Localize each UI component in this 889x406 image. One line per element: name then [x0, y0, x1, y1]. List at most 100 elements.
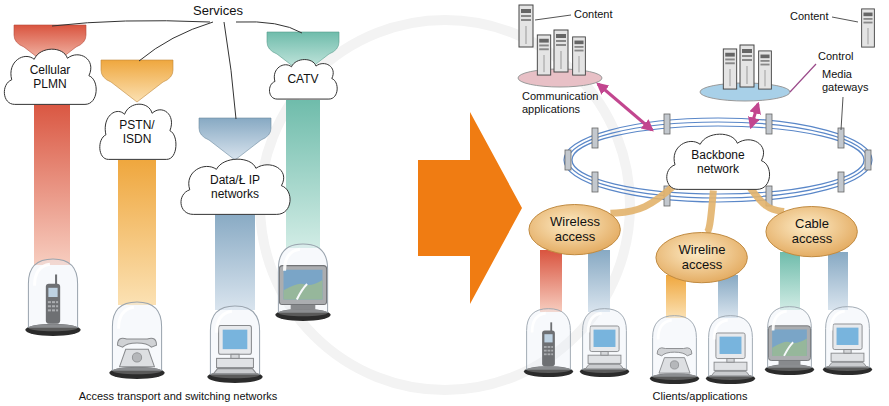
node-text-group: Wireline access: [673, 243, 731, 273]
access-bar: [718, 275, 738, 318]
tv-dome: [275, 244, 330, 321]
server-label: Content: [790, 10, 829, 23]
illustration-path: [535, 15, 571, 20]
ellipse-shape: [529, 205, 620, 255]
server: [862, 9, 875, 47]
ellipse-shape: [656, 233, 747, 283]
server: [573, 37, 586, 75]
illustration-ellipse: [564, 118, 872, 202]
watermark: [260, 20, 630, 390]
server-label: Communication applications: [522, 90, 610, 115]
node-label: Cellular PLMN: [22, 64, 77, 92]
illustration-rect: [865, 150, 871, 170]
node-text-group: Cellular PLMN: [22, 64, 77, 92]
illustration-path: [139, 22, 213, 61]
illustration-path: [841, 97, 843, 130]
node-text-group: PSTN/ ISDN: [115, 119, 160, 147]
service-bar: [34, 100, 70, 265]
telephone-dome: [650, 316, 699, 384]
illustration-rect: [766, 114, 772, 134]
node-text-group: Cable access: [783, 217, 841, 247]
service-bar: [286, 100, 320, 248]
server: [759, 51, 772, 89]
mobile-dome: [25, 259, 80, 336]
access-bar: [540, 250, 562, 312]
leader-line: [790, 64, 816, 92]
tv-dome: [765, 307, 814, 375]
cloud-shape: [99, 104, 175, 159]
service-bar: [118, 160, 156, 305]
cloud-shape: [667, 134, 770, 189]
service-arrow: [199, 118, 271, 160]
control-arrow: [751, 104, 758, 127]
media-gateways: [565, 114, 871, 206]
access-bar: [828, 252, 848, 310]
node-label: Wireline access: [673, 243, 731, 273]
backbone-cloud: Backbone network: [663, 132, 772, 193]
network-cloud: CATV: [267, 58, 339, 102]
leader-lines: [535, 15, 858, 130]
server: [740, 45, 754, 87]
node-text-group: CATV: [287, 73, 318, 87]
node-text-group: Data/Ł IP networks: [202, 174, 268, 202]
service-bar: [215, 212, 255, 310]
mobile-dome: [524, 309, 573, 377]
computer-dome: [823, 307, 872, 375]
illustration-path: [224, 22, 236, 119]
node-text-group: Backbone network: [687, 149, 749, 177]
node-label: Backbone network: [687, 149, 749, 177]
illustration-rect: [664, 114, 670, 134]
computer-dome: [207, 306, 262, 383]
node-label: Wireless access: [546, 215, 604, 245]
node-text-group: Wireless access: [546, 215, 604, 245]
node-label: PSTN/ ISDN: [115, 119, 160, 147]
access-bar: [780, 252, 800, 310]
server: [537, 35, 550, 75]
network-cloud: Data/Ł IP networks: [177, 157, 293, 218]
illustration-rect: [592, 128, 598, 148]
illustration-rect: [838, 172, 844, 192]
network-cloud: Cellular PLMN: [1, 47, 99, 108]
illustration-rect: [838, 128, 844, 148]
access-ellipse: Wireline access: [655, 232, 748, 283]
gateway-label: Media gateways: [822, 68, 880, 93]
illustration-rect: [565, 150, 571, 170]
access-bar: [588, 250, 610, 312]
computer-dome: [580, 309, 629, 377]
node-label: Data/Ł IP networks: [202, 174, 268, 202]
illustration-path: [52, 21, 210, 26]
backbone-ring: [564, 118, 872, 202]
caption: Access transport and switching networks: [79, 390, 278, 403]
node-label: Cable access: [783, 217, 841, 247]
access-bar: [666, 275, 686, 318]
network-cloud: PSTN/ ISDN: [97, 102, 178, 163]
caption: Clients/applications: [653, 390, 748, 403]
cloud-shape: [269, 60, 337, 100]
access-ellipse: Cable access: [765, 206, 858, 257]
telephone-dome: [109, 302, 164, 379]
services-heading: Services: [193, 4, 243, 19]
transition-arrow: [418, 112, 522, 304]
server-label: Content: [574, 8, 613, 21]
service-arrow: [101, 60, 173, 102]
server: [554, 30, 568, 72]
node-label: CATV: [287, 73, 318, 87]
computer-dome: [706, 316, 755, 384]
control-label: Control: [818, 50, 853, 63]
control-arrow: [598, 84, 652, 130]
illustration-ellipse: [572, 126, 864, 194]
illustration-path: [236, 22, 302, 33]
access-ellipse: Wireless access: [528, 204, 621, 255]
illustration-rect: [592, 172, 598, 192]
illustration-path: [832, 17, 858, 22]
access-link: [610, 181, 679, 213]
ellipse-shape: [766, 207, 857, 257]
server: [519, 5, 533, 47]
access-link: [706, 191, 713, 233]
illustration-ellipse: [568, 122, 868, 198]
server: [723, 49, 736, 89]
